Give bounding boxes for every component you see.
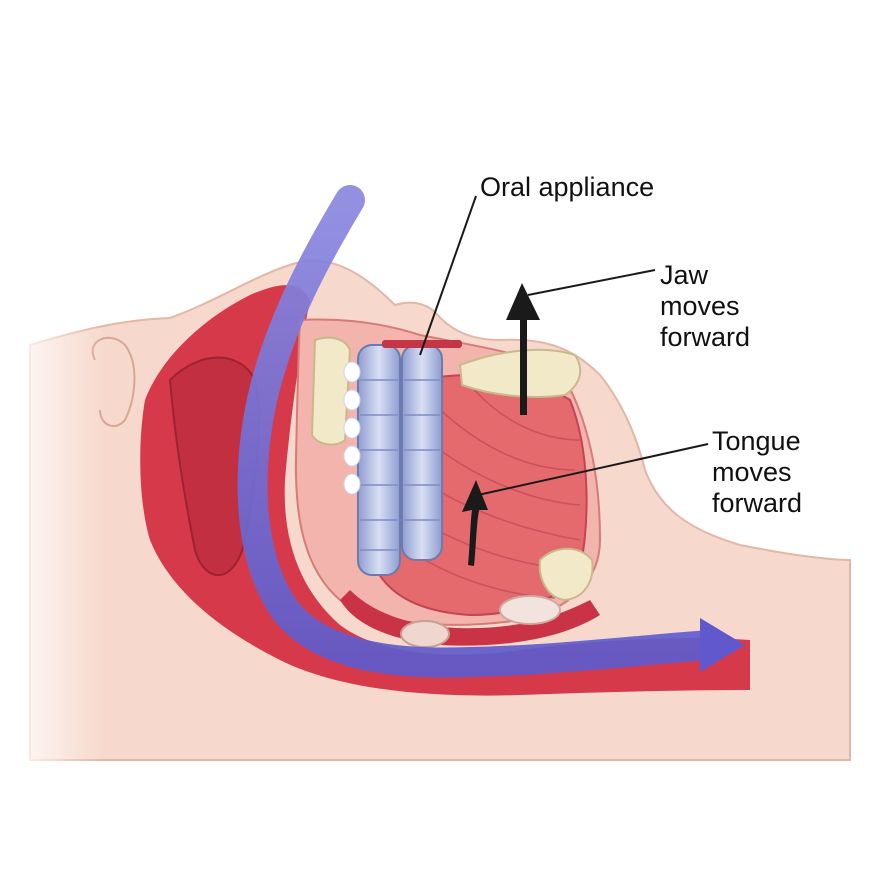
- tongue-forward-arrow-icon: [462, 480, 488, 566]
- jaw-forward-arrow-icon: [506, 283, 540, 415]
- tongue-label-line-1: Tongue: [712, 426, 801, 456]
- hyoid: [400, 620, 450, 648]
- jaw-label-line-2: moves: [660, 291, 740, 321]
- oral-appliance-leader-line: [419, 195, 477, 356]
- oral-appliance-label: Oral appliance: [480, 172, 655, 202]
- larynx-tissue: [499, 595, 561, 625]
- tongue-label-line-3: forward: [712, 488, 803, 518]
- jaw-label-line-3: forward: [660, 322, 751, 352]
- jaw-label-line-1: Jaw: [660, 260, 709, 290]
- tongue-leader-line: [477, 443, 709, 496]
- jaw-leader-line: [527, 269, 656, 296]
- tongue-label-line-2: moves: [712, 457, 792, 487]
- jaw-label: Jaw moves forward: [660, 260, 750, 353]
- tongue-label: Tongue moves forward: [712, 426, 802, 519]
